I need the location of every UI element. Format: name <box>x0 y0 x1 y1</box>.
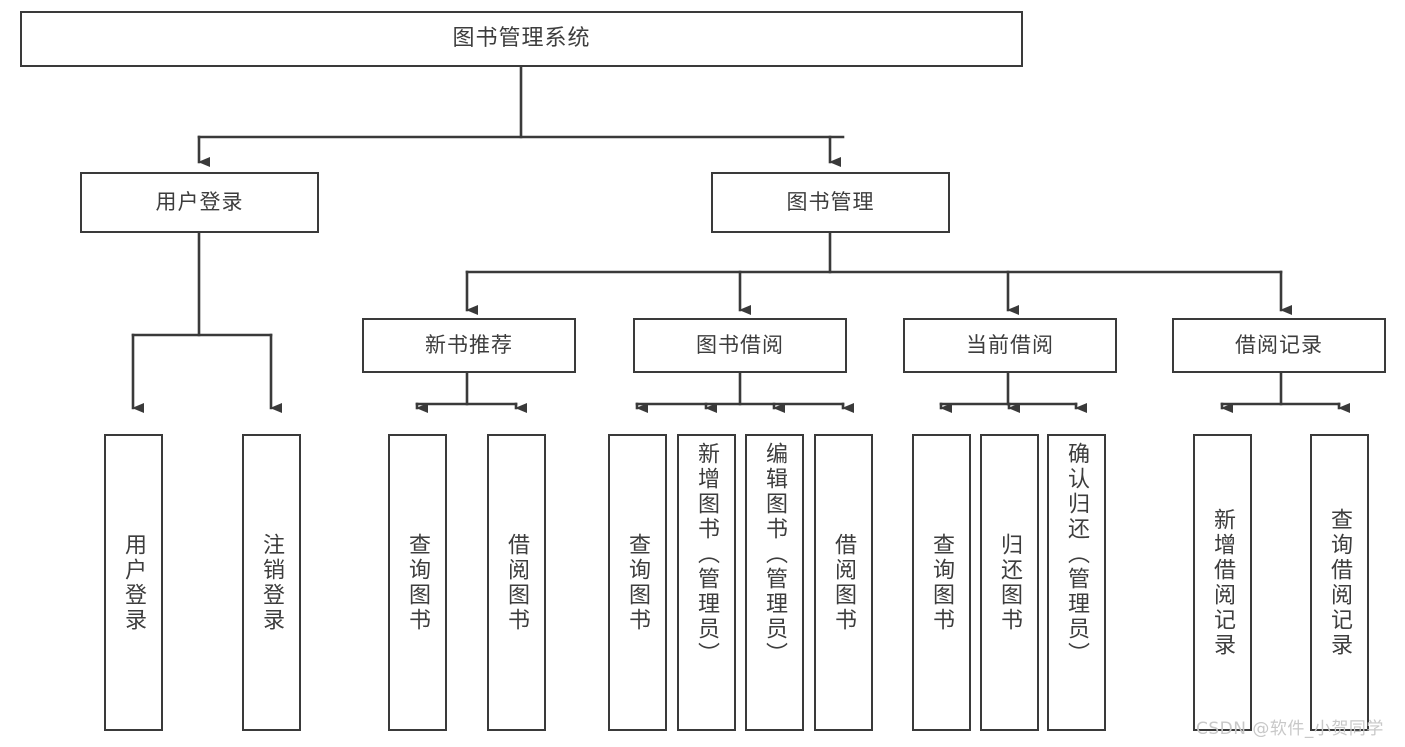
leaf-newbook-borrow-book-label: 借阅图书 <box>504 532 530 633</box>
leaf-borrow-query-book[interactable]: 查询图书 <box>608 434 667 731</box>
leaf-records-add-record[interactable]: 新增借阅记录 <box>1193 434 1252 731</box>
leaf-records-query-record[interactable]: 查询借阅记录 <box>1310 434 1369 731</box>
leaf-user-login[interactable]: 用户登录 <box>104 434 163 731</box>
node-borrow-records-label: 借阅记录 <box>1235 333 1323 357</box>
node-user-login[interactable]: 用户登录 <box>80 172 319 233</box>
leaf-logout-label: 注销登录 <box>259 532 285 633</box>
node-new-book-recommend-label: 新书推荐 <box>425 333 513 357</box>
leaf-current-return-book[interactable]: 归还图书 <box>980 434 1039 731</box>
leaf-borrow-edit-book[interactable]: 编辑图书（管理员） <box>745 434 804 731</box>
leaf-borrow-add-book[interactable]: 新增图书（管理员） <box>677 434 736 731</box>
leaf-current-confirm-return[interactable]: 确认归还（管理员） <box>1047 434 1106 731</box>
node-book-management-label: 图书管理 <box>786 190 875 214</box>
leaf-records-add-record-label: 新增借阅记录 <box>1210 507 1236 658</box>
node-current-borrow[interactable]: 当前借阅 <box>903 318 1117 373</box>
leaf-borrow-borrow-book-label: 借阅图书 <box>831 532 857 633</box>
leaf-newbook-query-book[interactable]: 查询图书 <box>388 434 447 731</box>
watermark: CSDN @软件_小贺同学 <box>1196 719 1384 739</box>
leaf-borrow-query-book-label: 查询图书 <box>625 532 651 633</box>
node-new-book-recommend[interactable]: 新书推荐 <box>362 318 576 373</box>
node-current-borrow-label: 当前借阅 <box>966 333 1054 357</box>
leaf-borrow-add-book-label: 新增图书（管理员） <box>694 442 720 667</box>
leaf-current-return-book-label: 归还图书 <box>997 532 1023 633</box>
node-root-label: 图书管理系统 <box>452 26 591 51</box>
node-book-management[interactable]: 图书管理 <box>711 172 950 233</box>
leaf-current-query-book-label: 查询图书 <box>929 532 955 633</box>
leaf-newbook-borrow-book[interactable]: 借阅图书 <box>487 434 546 731</box>
leaf-borrow-edit-book-label: 编辑图书（管理员） <box>762 442 788 667</box>
node-book-borrow[interactable]: 图书借阅 <box>633 318 847 373</box>
leaf-logout[interactable]: 注销登录 <box>242 434 301 731</box>
leaf-current-query-book[interactable]: 查询图书 <box>912 434 971 731</box>
leaf-borrow-borrow-book[interactable]: 借阅图书 <box>814 434 873 731</box>
leaf-current-confirm-return-label: 确认归还（管理员） <box>1064 442 1090 667</box>
leaf-newbook-query-book-label: 查询图书 <box>405 532 431 633</box>
node-book-borrow-label: 图书借阅 <box>696 333 784 357</box>
leaf-user-login-label: 用户登录 <box>121 532 147 633</box>
node-borrow-records[interactable]: 借阅记录 <box>1172 318 1386 373</box>
node-user-login-label: 用户登录 <box>155 190 244 214</box>
node-root[interactable]: 图书管理系统 <box>20 11 1023 67</box>
leaf-records-query-record-label: 查询借阅记录 <box>1327 507 1353 658</box>
